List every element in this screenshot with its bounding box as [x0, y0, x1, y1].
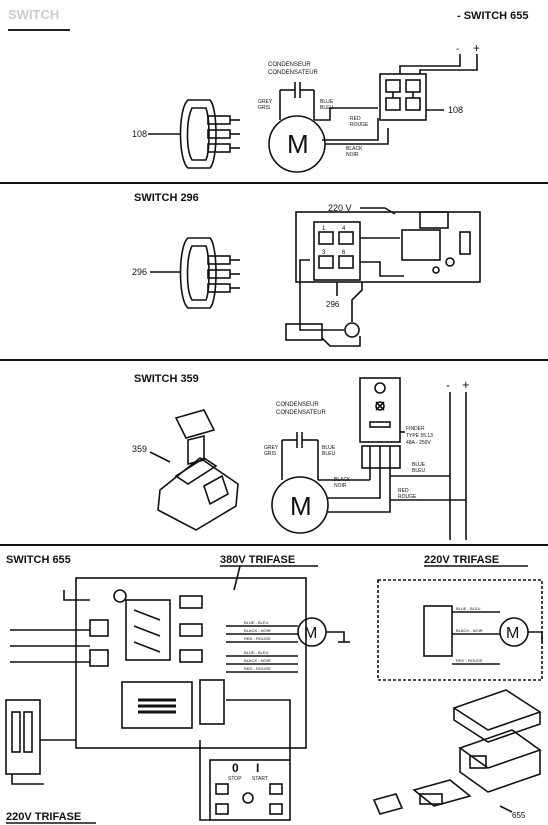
red-label-2: ROUGE — [350, 122, 369, 128]
red-label-2-359: ROUGE — [398, 494, 417, 500]
section-switch-655: SWITCH 655 380V TRIFASE 220V TRIFASE — [5, 554, 543, 824]
switch-296-lamp — [344, 322, 360, 338]
finder-label-3: 48A - 250V — [406, 440, 431, 446]
minus-terminal-2: - — [446, 378, 450, 392]
control-board-transformer — [401, 229, 441, 261]
switch-108-drawing — [179, 99, 240, 169]
wire-380-3: RED - ROUGE — [244, 636, 271, 641]
finder-relay — [359, 377, 401, 480]
header-right-title: - SWITCH 655 — [457, 10, 529, 22]
cap-label-2-359: CONDENSATEUR — [276, 410, 327, 416]
switch-655-title: SWITCH 655 — [6, 554, 71, 566]
switch-359-ref: 359 — [132, 444, 147, 454]
grey-label-2: GRIS — [258, 105, 271, 111]
motor-108-label: M — [287, 129, 309, 159]
section-switch-359: SWITCH 359 359 CONDENSEUR CONDENSATEUR G… — [132, 373, 470, 540]
minus-terminal-1: - — [456, 44, 459, 55]
black-label-1: BLACK — [346, 146, 363, 152]
switch-655-ref: 655 — [512, 811, 526, 820]
cap-label-1: CONDENSEUR — [268, 62, 311, 68]
pin-label-6: 6 — [342, 250, 346, 256]
switch-655-exploded-view — [372, 689, 542, 815]
plus-terminal-1: + — [473, 41, 480, 55]
red-label-1-359: RED — [398, 488, 409, 494]
start-number: I — [256, 761, 259, 775]
cap-label-2: CONDENSATEUR — [268, 70, 319, 76]
wire-220-2: BLACK - NOIR — [456, 628, 483, 633]
pin-label-4: 4 — [342, 226, 346, 232]
blue-label-2: BLEU — [320, 105, 333, 111]
blue-label-1-359: BLUE — [322, 445, 336, 451]
stop-number: 0 — [232, 761, 239, 775]
switch-108-ref-left: 108 — [132, 129, 147, 139]
switch-359-title: SWITCH 359 — [134, 373, 199, 385]
switch-359-drawing — [157, 409, 239, 531]
trifase-220-wires — [452, 611, 500, 665]
wire-380-2: BLACK - NOIR — [244, 628, 271, 633]
switch-296-load — [285, 323, 323, 341]
grey-label-1-359: GREY — [264, 445, 279, 451]
grey-label-1: GREY — [258, 99, 273, 105]
trifase-220-panel — [377, 579, 543, 681]
switch-108-terminal-block — [379, 73, 427, 121]
trifase-380-wires — [226, 625, 298, 673]
control-board-outline — [295, 211, 481, 283]
finder-label-2: TYPE 55.13 — [406, 433, 433, 439]
voltage-label: 220 V — [328, 203, 352, 213]
wire-220-3: RED - ROUGE — [456, 658, 483, 663]
switch-296-ref-bottom: 296 — [326, 300, 340, 309]
stop-label: STOP — [228, 776, 242, 782]
switch-296-title: SWITCH 296 — [134, 192, 199, 204]
control-board-655 — [75, 577, 307, 749]
wire-380-6: RED - ROUGE — [244, 666, 271, 671]
section-switch-296: SWITCH 296 296 220 V — [132, 192, 481, 347]
plus-terminal-2: + — [462, 377, 470, 392]
pin-label-3: 3 — [322, 250, 326, 256]
section-switch-108: 108 CONDENSEUR CONDENSATEUR GREY GRIS BL… — [132, 41, 480, 173]
trifase-220-title: 220V TRIFASE — [424, 554, 499, 566]
black-label-2: NOIR — [346, 152, 359, 158]
blue-label-2-359: BLEU — [322, 451, 335, 457]
finder-label-1: FINDER — [406, 426, 425, 432]
wire-380-4: BLUE - BLEU — [244, 650, 269, 655]
switch-655-left-detail — [5, 699, 41, 775]
motor-359 — [271, 476, 329, 534]
capacitor-symbol-359 — [281, 432, 319, 480]
capacitor-symbol — [279, 82, 315, 120]
blue-b-label-2: BLEU — [412, 468, 425, 474]
black-label-2-359: NOIR — [334, 483, 347, 489]
pin-label-1: 1 — [322, 226, 326, 232]
motor-655-380-label: M — [304, 625, 317, 642]
header-logo-text: SWITCH — [8, 7, 59, 22]
motor-359-label: M — [290, 491, 312, 521]
switch-108-ref-right: 108 — [448, 105, 463, 115]
grey-label-2-359: GRIS — [264, 451, 277, 457]
stop-start-block — [209, 759, 291, 821]
cap-label-1-359: CONDENSEUR — [276, 402, 319, 408]
trifase-380-title: 380V TRIFASE — [220, 554, 295, 566]
switch-296-drawing — [179, 237, 240, 309]
blue-label-1: BLUE — [320, 99, 334, 105]
switch-296-ref-left: 296 — [132, 267, 147, 277]
start-label: START — [252, 776, 268, 782]
motor-655-220-label: M — [506, 625, 519, 642]
trifase-220-bottom-title: 220V TRIFASE — [6, 811, 81, 823]
red-label-1: RED — [350, 116, 361, 122]
wire-380-1: BLUE - BLEU — [244, 620, 269, 625]
wire-380-5: BLACK - NOIR — [244, 658, 271, 663]
wire-220-1: BLUE - BLEU — [456, 606, 481, 611]
blue-b-label-1: BLUE — [412, 462, 426, 468]
switch-296-terminal-block — [313, 221, 361, 281]
